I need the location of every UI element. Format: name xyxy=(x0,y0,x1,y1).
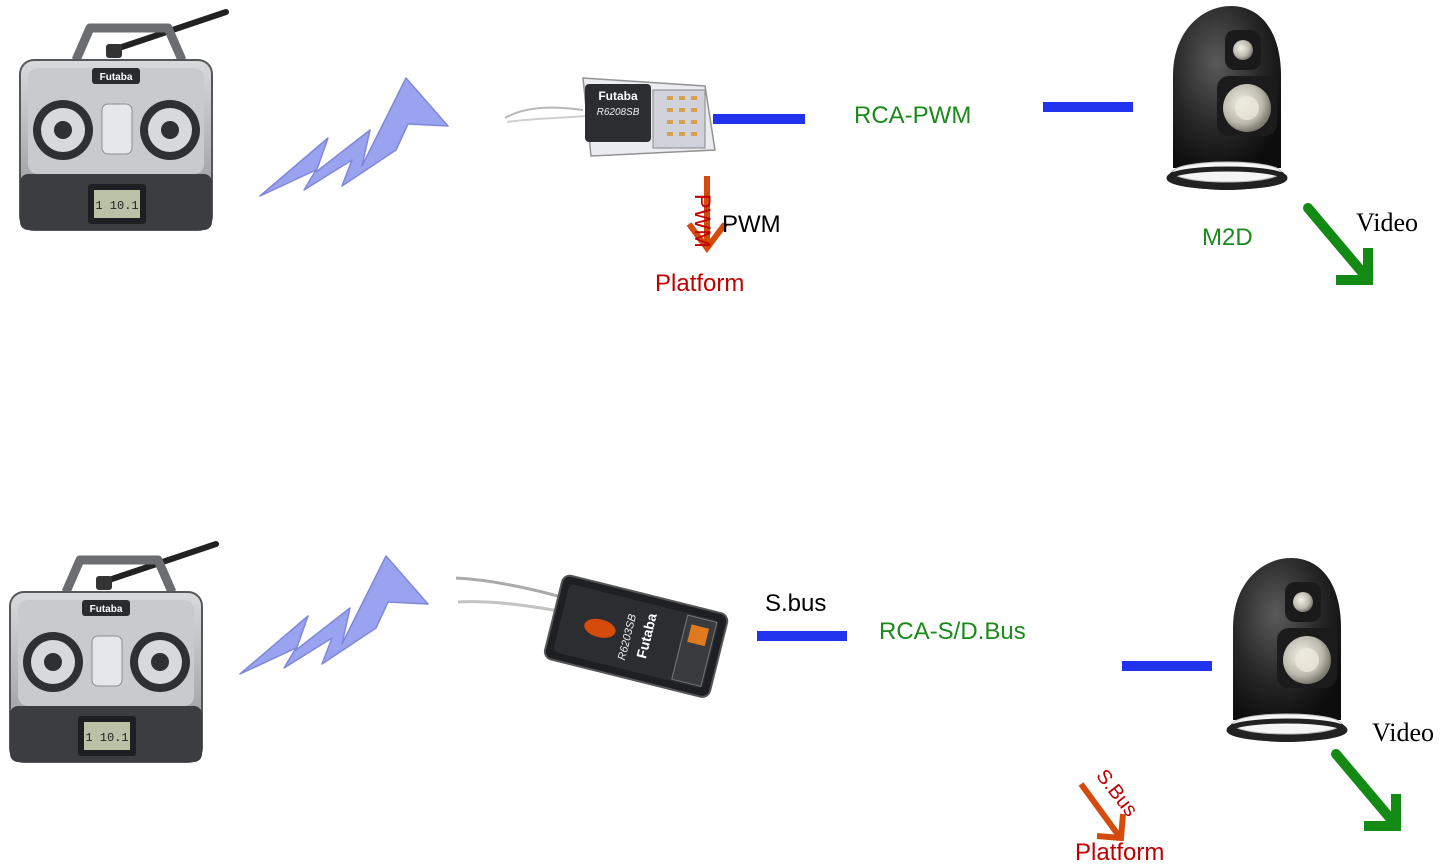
platform-label-top: Platform xyxy=(655,270,745,297)
platform-label-bottom: Platform xyxy=(1075,839,1165,866)
video-arrow-icon xyxy=(1331,749,1401,831)
pwm-label: PWM xyxy=(722,211,781,238)
rc-transmitter-icon: Futaba 1 10.1 xyxy=(19,9,229,231)
wireless-lightning-icon xyxy=(259,77,449,197)
video-label-bottom: Video xyxy=(1372,718,1434,747)
svg-text:1 10.1: 1 10.1 xyxy=(85,731,128,745)
link-label-rca-sd-bus: RCA-S/D.Bus xyxy=(879,618,1026,645)
ptz-dome-camera-icon xyxy=(1166,6,1288,190)
rc-transmitter-icon: Futaba 1 10.1 xyxy=(9,541,219,763)
svg-text:1 10.1: 1 10.1 xyxy=(95,199,138,213)
link-line-right xyxy=(1043,102,1133,112)
video-label-top: Video xyxy=(1356,208,1418,237)
link-line-left xyxy=(713,114,805,124)
wireless-lightning-icon xyxy=(239,555,429,675)
link-line-left xyxy=(757,631,847,641)
pwm-down-arrow-icon xyxy=(686,176,728,253)
receiver-model: R6208SB xyxy=(597,107,640,118)
pwm-rotated-label: PWM xyxy=(690,194,715,248)
receiver-brand: Futaba xyxy=(598,89,638,103)
sbus-down-arrow-icon xyxy=(1078,782,1126,842)
link-line-right xyxy=(1122,661,1212,671)
rc-receiver-icon: Futaba R6208SB xyxy=(504,77,716,157)
transmitter-brand: Futaba xyxy=(100,72,133,83)
transmitter-brand: Futaba xyxy=(90,604,123,615)
camera-label-m2d: M2D xyxy=(1202,224,1253,251)
link-label-rca-pwm: RCA-PWM xyxy=(854,102,972,129)
rc-receiver-icon: Futaba R6203SB xyxy=(455,574,729,698)
ptz-dome-camera-icon xyxy=(1226,558,1348,742)
video-arrow-icon xyxy=(1303,203,1373,285)
sbus-label: S.bus xyxy=(765,590,827,617)
